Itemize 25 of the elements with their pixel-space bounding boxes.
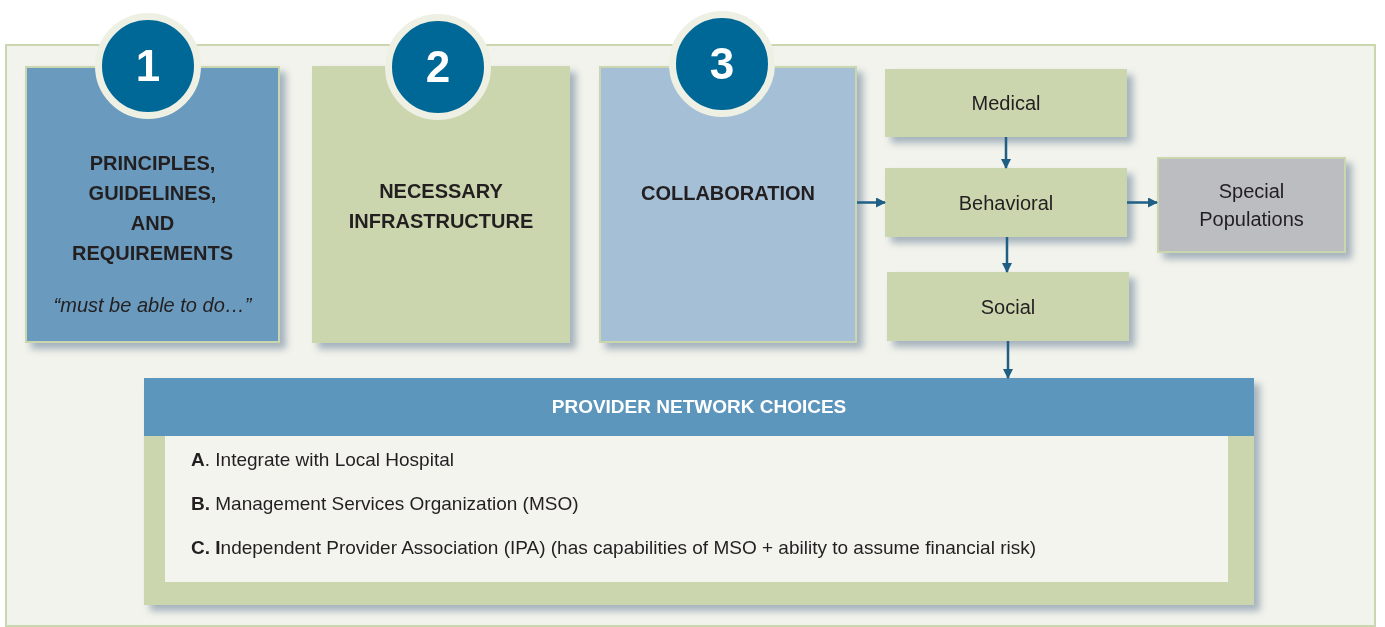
box-label: Special Populations [1198, 179, 1305, 232]
list-item: B. Management Services Organization (MSO) [191, 493, 579, 515]
arrow [1002, 237, 1012, 273]
arrow [1001, 137, 1011, 169]
network-choices-panel [144, 378, 1254, 605]
category-box [885, 168, 1127, 237]
panel-heading: PROVIDER NETWORK CHOICES [144, 378, 1254, 436]
box-label: Social [979, 294, 1037, 320]
step-number: 3 [709, 42, 735, 86]
box-heading: NECESSARY INFRASTRUCTURE [347, 179, 535, 234]
category-box [885, 69, 1127, 137]
category-box [1157, 157, 1346, 253]
box-heading: COLLABORATION [639, 181, 817, 206]
step-number: 1 [135, 44, 161, 88]
arrow [1127, 197, 1158, 208]
arrow [857, 197, 886, 208]
arrow [1003, 341, 1013, 379]
step-number: 2 [425, 45, 451, 89]
box-label: Behavioral [957, 190, 1055, 216]
list-item: C. Independent Provider Association (IPA) (has capabilities of MSO + ability to assume financial risk) [191, 537, 1036, 559]
box-note: “must be able to do…” [53, 293, 252, 318]
box-label: Medical [970, 91, 1042, 116]
box-heading: PRINCIPLES, GUIDELINES, AND REQUIREMENTS [70, 151, 235, 266]
list-item: A. Integrate with Local Hospital [191, 449, 454, 471]
category-box [887, 272, 1129, 341]
